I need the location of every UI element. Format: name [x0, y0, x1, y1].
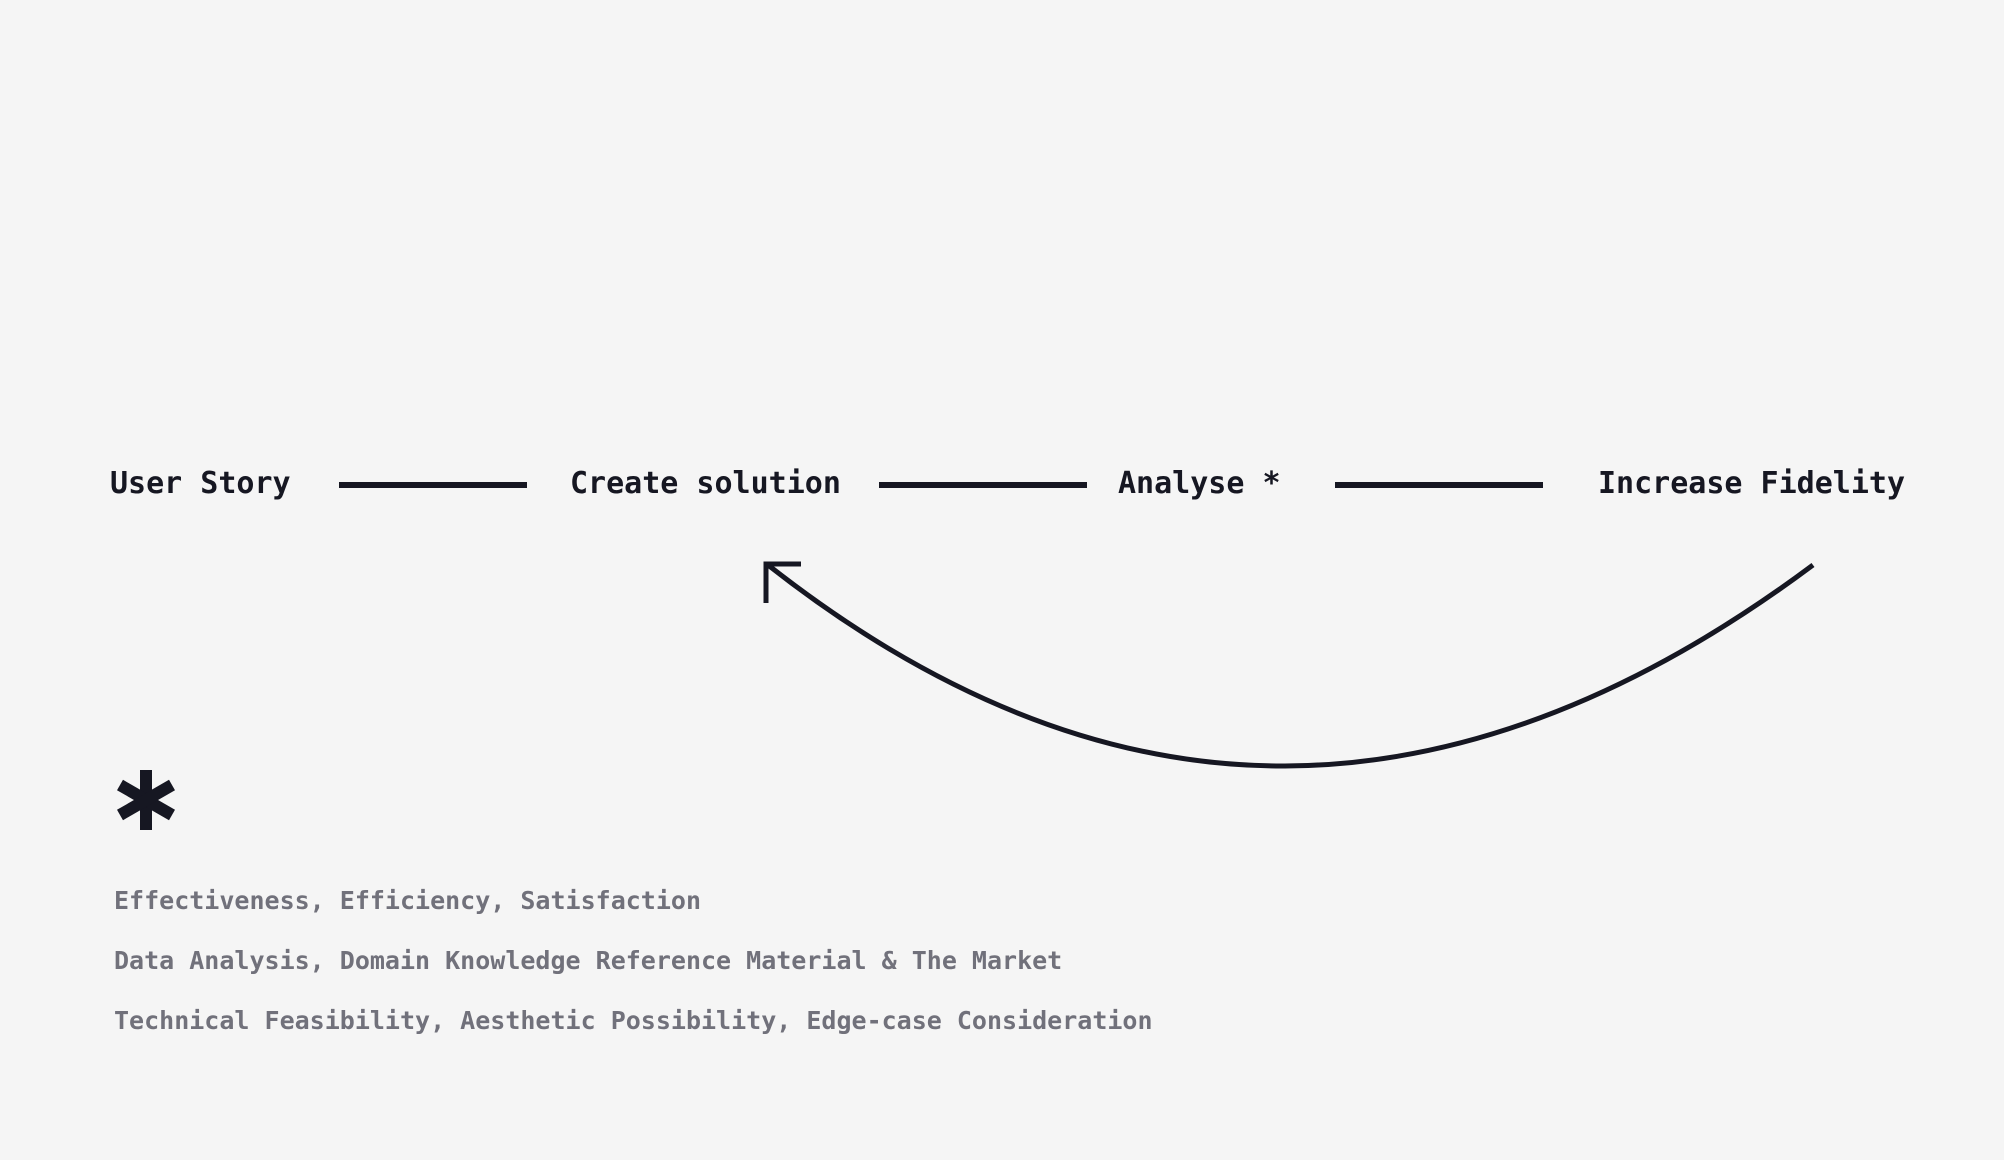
step-user-story: User Story: [110, 466, 291, 501]
step-analyse: Analyse *: [1118, 466, 1281, 501]
loop-curve: [766, 562, 1815, 769]
step-create-solution: Create solution: [570, 466, 841, 501]
footnote-line: Data Analysis, Domain Knowledge Referenc…: [114, 946, 1063, 975]
step-increase-fidelity: Increase Fidelity: [1598, 466, 1906, 501]
connector-line: [879, 482, 1087, 488]
connector-line: [339, 482, 527, 488]
footnote-line: Technical Feasibility, Aesthetic Possibi…: [114, 1006, 1153, 1035]
footnote-line: Effectiveness, Efficiency, Satisfaction: [114, 886, 701, 915]
asterisk-icon: [117, 770, 175, 830]
arrowhead-icon: [763, 561, 801, 603]
connector-line: [1335, 482, 1543, 488]
